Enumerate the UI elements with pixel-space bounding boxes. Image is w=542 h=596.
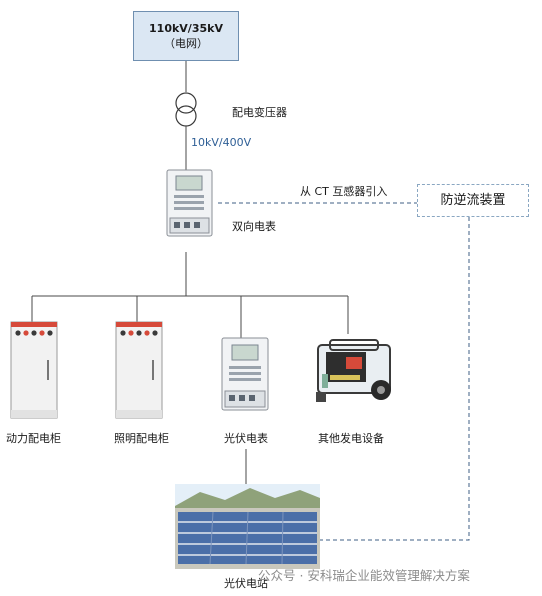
pv-station-label: 光伏电站 (224, 577, 268, 590)
pv-meter-label: 光伏电表 (224, 432, 268, 445)
transformer-icon (175, 92, 197, 127)
ct-note-label: 从 CT 互感器引入 (300, 185, 388, 198)
grid-name-label: （电网） (164, 37, 208, 50)
lighting-cabinet-icon (115, 321, 163, 419)
anti-backflow-label: 防逆流装置 (440, 193, 506, 208)
transformer-voltage-label: 10kV/400V (191, 136, 252, 149)
bidirectional-meter-icon (166, 169, 213, 237)
power-cabinet-label: 动力配电柜 (6, 432, 61, 445)
control-dashed-line (320, 217, 470, 541)
grid-voltage-label: 110kV/35kV (149, 22, 223, 35)
other-generator-label: 其他发电设备 (318, 432, 384, 445)
transformer-label: 配电变压器 (232, 106, 287, 119)
pv-meter-icon (221, 337, 269, 411)
bidirectional-meter-label: 双向电表 (232, 220, 276, 233)
power-grid-box: 110kV/35kV （电网） (133, 11, 239, 61)
pv-station-image (175, 484, 320, 569)
anti-backflow-device-box: 防逆流装置 (417, 184, 529, 217)
lighting-cabinet-label: 照明配电柜 (114, 432, 169, 445)
generator-icon (316, 339, 391, 402)
power-cabinet-icon (10, 321, 58, 419)
watermark-text: 公众号 · 安科瑞企业能效管理解决方案 (258, 568, 470, 583)
